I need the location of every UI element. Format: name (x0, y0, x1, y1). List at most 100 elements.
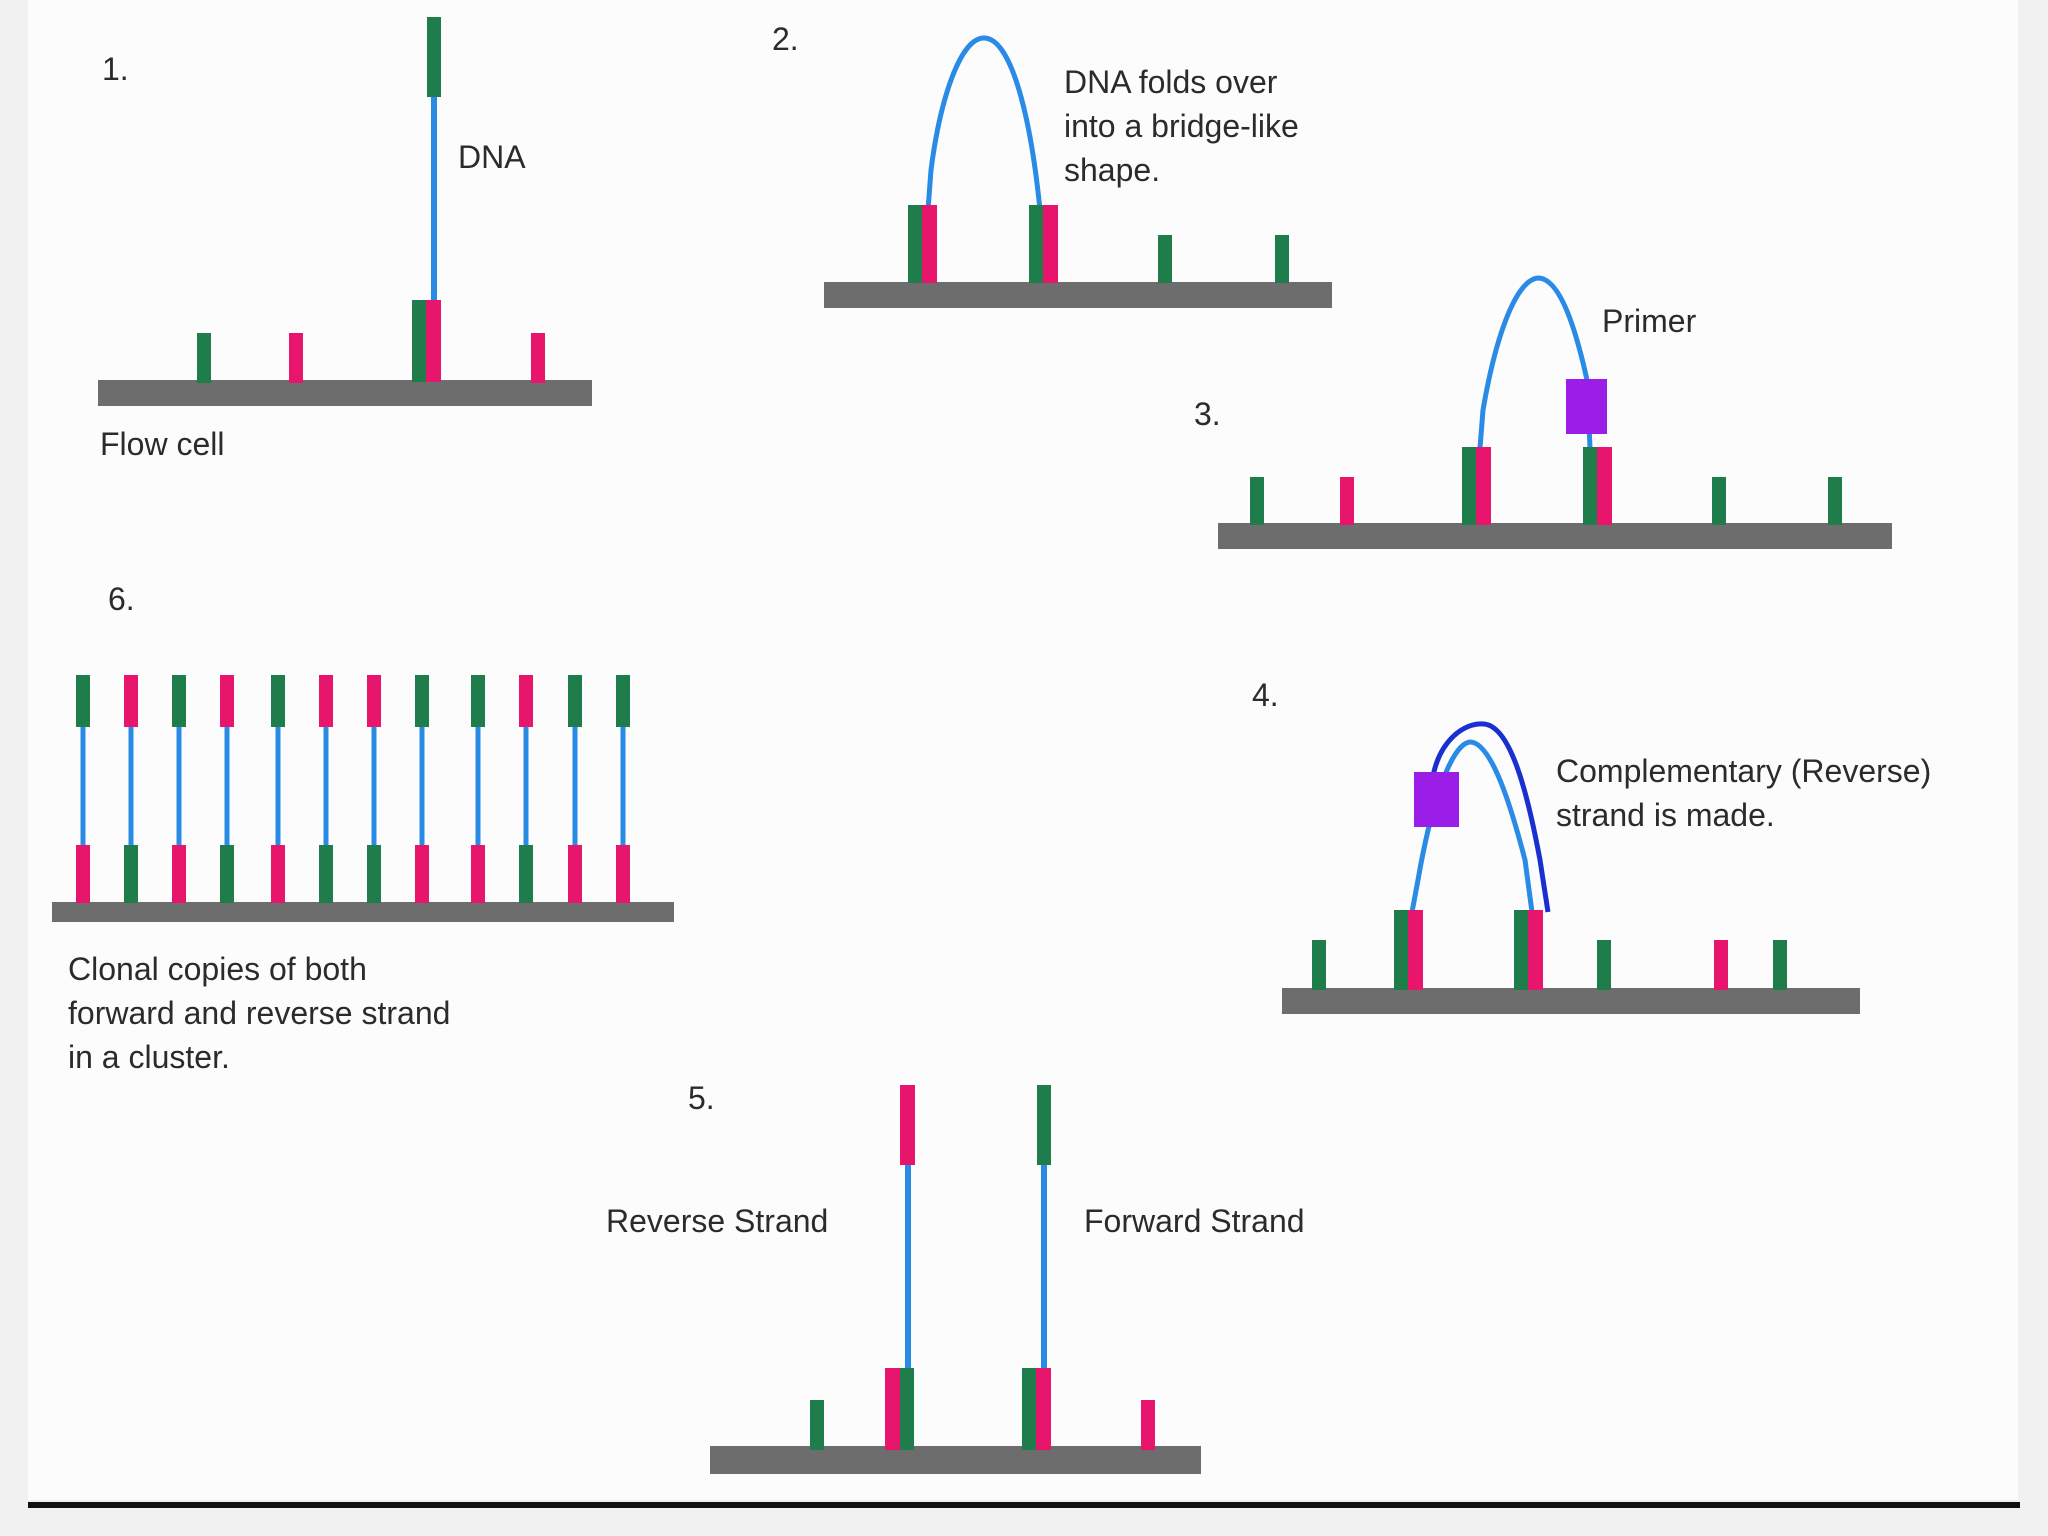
cluster-strand-top-adapter (415, 675, 429, 727)
adapter-pink (531, 333, 545, 383)
adapter-pink (1476, 447, 1491, 525)
step-2-caption-line-2: into a bridge-like (1064, 108, 1299, 144)
cluster-strand-top-adapter (124, 675, 138, 727)
primer (1566, 379, 1607, 434)
adapter-green (1462, 447, 1476, 525)
cluster-strand-top-adapter (568, 675, 582, 727)
step-5-number: 5. (688, 1080, 715, 1116)
primer (1414, 772, 1459, 827)
adapter-pink (1340, 477, 1354, 525)
adapter-green (1029, 205, 1043, 283)
adapter-green (1828, 477, 1842, 525)
step-6-caption-line-2: forward and reverse strand (68, 995, 450, 1031)
adapter-pink (1528, 910, 1543, 990)
adapter-green (1250, 477, 1264, 525)
step-4-caption-line-2: strand is made. (1556, 797, 1775, 833)
dna-end-adapter-green (427, 17, 441, 97)
adapter-green (908, 205, 922, 283)
adapter-green (1022, 1368, 1036, 1450)
adapter-green (1275, 235, 1289, 283)
primer-label: Primer (1602, 303, 1697, 339)
flow-cell-bar (1218, 523, 1892, 549)
step-6-number: 6. (108, 581, 135, 617)
flow-cell-bar (52, 902, 674, 922)
flow-cell-bar (710, 1446, 1201, 1474)
dna-bridge-strand (1409, 739, 1535, 913)
cluster-strand-top-adapter (271, 675, 285, 727)
adapter-green (810, 1400, 824, 1450)
dna-label: DNA (458, 139, 526, 175)
step-5: 5. Reverse Strand Forward Strand (606, 1080, 1305, 1474)
adapter-pink (1141, 1400, 1155, 1450)
cluster-strand-base-adapter (76, 845, 90, 903)
step-2-number: 2. (772, 21, 799, 57)
forward-strand-label: Forward Strand (1084, 1203, 1305, 1239)
cluster-strand-top-adapter (616, 675, 630, 727)
step-3-number: 3. (1194, 396, 1221, 432)
adapter-pink (289, 333, 303, 383)
adapter-pink (1597, 447, 1612, 525)
flow-cell-bar (1282, 988, 1860, 1014)
cluster-strand-base-adapter (519, 845, 533, 903)
step-1-number: 1. (102, 51, 129, 87)
step-6: 6. Clonal copies of both forward and rev… (52, 581, 674, 1075)
adapter-pink (922, 205, 937, 283)
reverse-strand-label: Reverse Strand (606, 1203, 828, 1239)
cluster-strand-top-adapter (519, 675, 533, 727)
step-2-caption-line-3: shape. (1064, 152, 1160, 188)
cluster-strand-base-adapter (415, 845, 429, 903)
adapter-green (1394, 910, 1408, 990)
cluster-strand-top-adapter (367, 675, 381, 727)
cluster-strand-top-adapter (471, 675, 485, 727)
adapter-green (1597, 940, 1611, 990)
dna-bridge-strand (1477, 275, 1593, 449)
forward-strand-end-adapter (1037, 1085, 1051, 1165)
adapter-green (197, 333, 211, 383)
canvas-background (28, 0, 2018, 1500)
step-1: 1. DNA Flow cell (98, 17, 592, 462)
adapter-green (1773, 940, 1787, 990)
adapter-pink (1043, 205, 1058, 283)
adapter-green (1712, 477, 1726, 525)
flow-cell-bar (98, 380, 592, 406)
adapter-pink (1408, 910, 1423, 990)
adapter-pink (1714, 940, 1728, 990)
cluster-strand-base-adapter (471, 845, 485, 903)
step-2: 2. DNA folds over into a bridge-like sha… (772, 21, 1332, 308)
step-4-number: 4. (1252, 677, 1279, 713)
adapter-green (412, 300, 426, 382)
cluster-strand-base-adapter (568, 845, 582, 903)
cluster-strand-base-adapter (271, 845, 285, 903)
step-4: 4. Complementary (Reverse) strand is mad… (1252, 677, 1931, 1014)
cluster-strand-top-adapter (220, 675, 234, 727)
cluster-strand-base-adapter (124, 845, 138, 903)
adapter-green (900, 1368, 914, 1450)
cluster-strand-top-adapter (319, 675, 333, 727)
cluster-strand-top-adapter (172, 675, 186, 727)
step-6-caption-line-3: in a cluster. (68, 1039, 230, 1075)
adapter-green (1514, 910, 1528, 990)
cluster-strand-base-adapter (367, 845, 381, 903)
reverse-strand-end-adapter (900, 1085, 915, 1165)
cluster-strand-base-adapter (616, 845, 630, 903)
step-3: 3. Primer (1194, 275, 1892, 549)
adapter-green (1158, 235, 1172, 283)
adapter-pink (885, 1368, 900, 1450)
clonal-cluster (76, 675, 630, 903)
cluster-strand-base-adapter (172, 845, 186, 903)
cluster-strand-top-adapter (76, 675, 90, 727)
cluster-strand-base-adapter (220, 845, 234, 903)
adapter-green (1312, 940, 1326, 990)
cluster-strand-base-adapter (319, 845, 333, 903)
adapter-pink (1036, 1368, 1051, 1450)
flow-cell-label: Flow cell (100, 426, 224, 462)
step-4-caption-line-1: Complementary (Reverse) (1556, 753, 1931, 789)
dna-bridge-strand (925, 35, 1043, 211)
step-6-caption-line-1: Clonal copies of both (68, 951, 367, 987)
reverse-strand (1429, 721, 1551, 913)
bottom-rule (28, 1502, 2020, 1508)
flow-cell-bar (824, 282, 1332, 308)
step-2-caption-line-1: DNA folds over (1064, 64, 1278, 100)
adapter-pink (426, 300, 441, 382)
